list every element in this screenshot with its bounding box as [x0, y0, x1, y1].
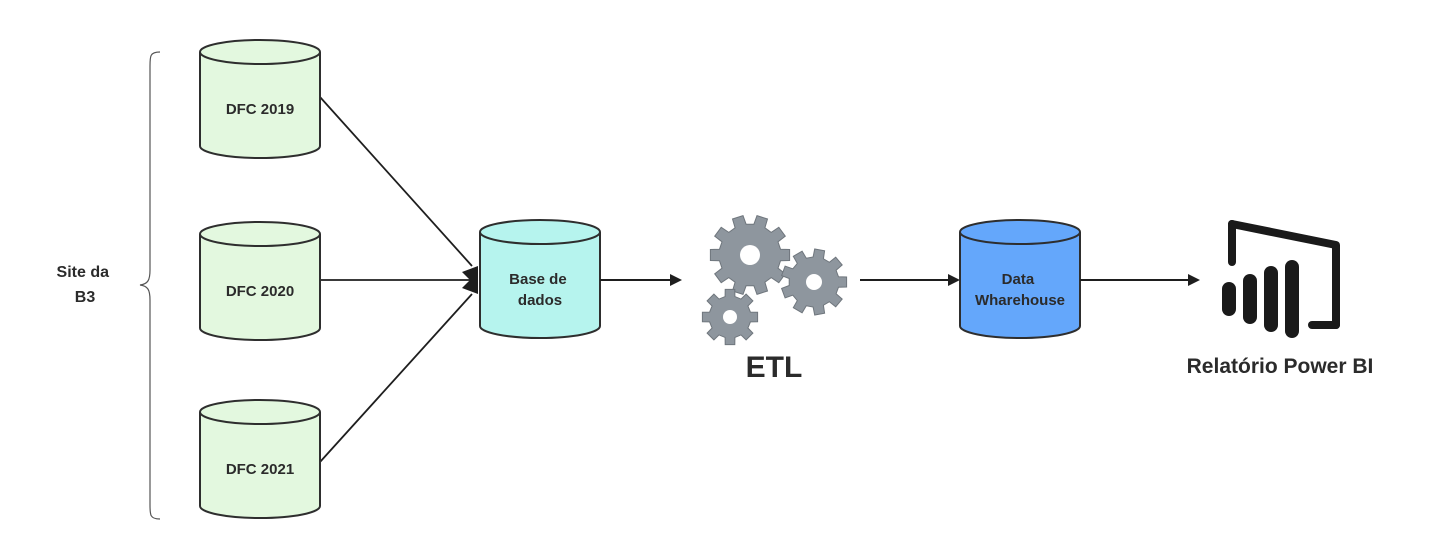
source-site-label: Site da B3: [57, 264, 114, 306]
dfc-2020-label: DFC 2020: [226, 283, 294, 300]
warehouse-node: Data Wharehouse: [959, 219, 1081, 339]
report-label: Relatório Power BI: [1187, 355, 1374, 378]
connector-dfc-2019: [319, 96, 473, 267]
merge-arrowhead: [462, 266, 478, 294]
source-dfc-2020: DFC 2020: [199, 221, 321, 341]
dfc-2019-label: DFC 2019: [226, 101, 294, 118]
connector-dfc-2021: [319, 293, 473, 463]
source-dfc-2019: DFC 2019: [199, 39, 321, 159]
source-brace: [139, 51, 161, 520]
warehouse-label: Data Wharehouse: [975, 271, 1065, 309]
dfc-2021-label: DFC 2021: [226, 461, 294, 478]
gear-hole: [723, 310, 737, 324]
gear-hole: [740, 245, 760, 265]
database-node: Base de dados: [479, 219, 601, 339]
power-bi-icon: [1222, 220, 1340, 338]
source-connectors: [319, 96, 478, 463]
gear-hole: [806, 274, 822, 290]
database-label: Base de dados: [509, 271, 571, 309]
source-dfc-2021: DFC 2021: [199, 399, 321, 519]
etl-label: ETL: [746, 351, 803, 384]
gears-icon: [701, 214, 848, 346]
